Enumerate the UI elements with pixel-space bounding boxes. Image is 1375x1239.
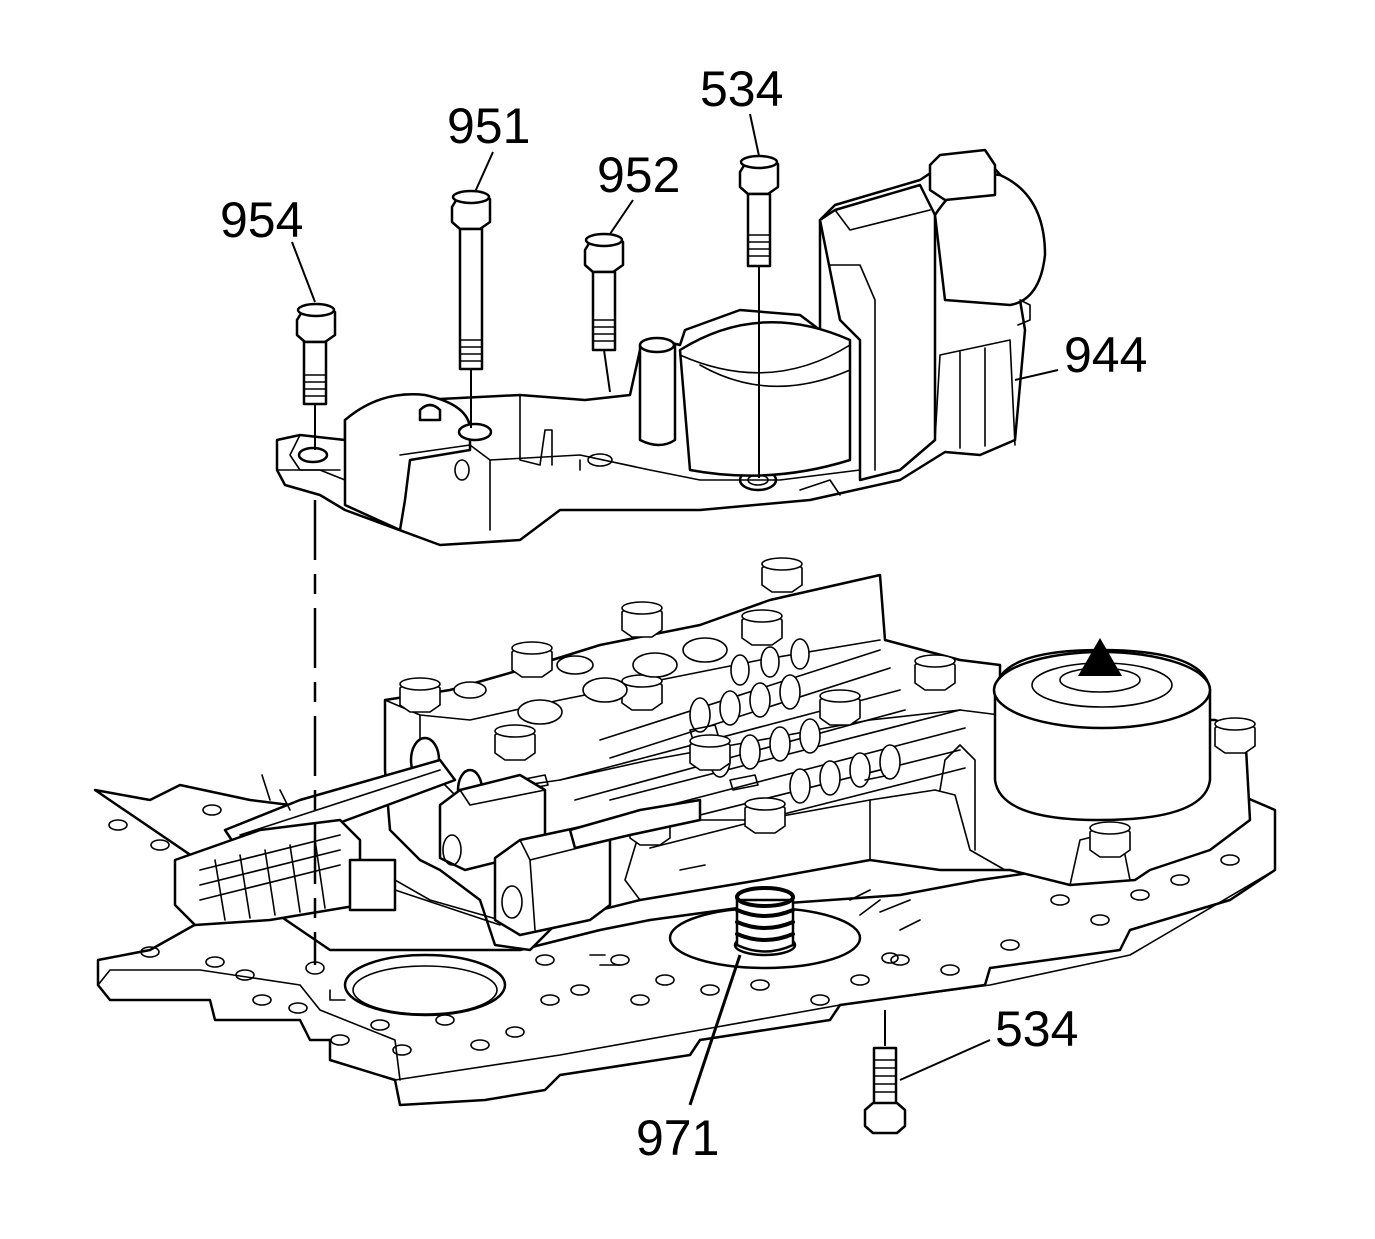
accumulator-housing (992, 638, 1212, 822)
callout-534-top: 534 (700, 61, 783, 117)
callout-971: 971 (636, 1110, 719, 1166)
bolt-534-bottom (863, 1010, 907, 1135)
bolt-954 (295, 302, 337, 450)
solenoid-body-944 (275, 148, 1047, 547)
bolt-534-top (738, 154, 780, 478)
callout-952: 952 (597, 147, 680, 203)
callout-951: 951 (447, 98, 530, 154)
bolt-951 (450, 189, 492, 428)
filter-screen-971 (733, 886, 797, 957)
callout-leaders (291, 113, 1059, 1106)
callout-944: 944 (1064, 327, 1147, 383)
solenoids (438, 773, 702, 937)
callout-labels: 954 951 952 534 944 534 971 (220, 61, 1147, 1166)
spacer-plate (93, 783, 1277, 1107)
callout-954: 954 (220, 192, 303, 248)
callout-534-bottom: 534 (995, 1001, 1078, 1057)
bolt-952 (583, 232, 625, 393)
wiring-harness (173, 758, 541, 931)
